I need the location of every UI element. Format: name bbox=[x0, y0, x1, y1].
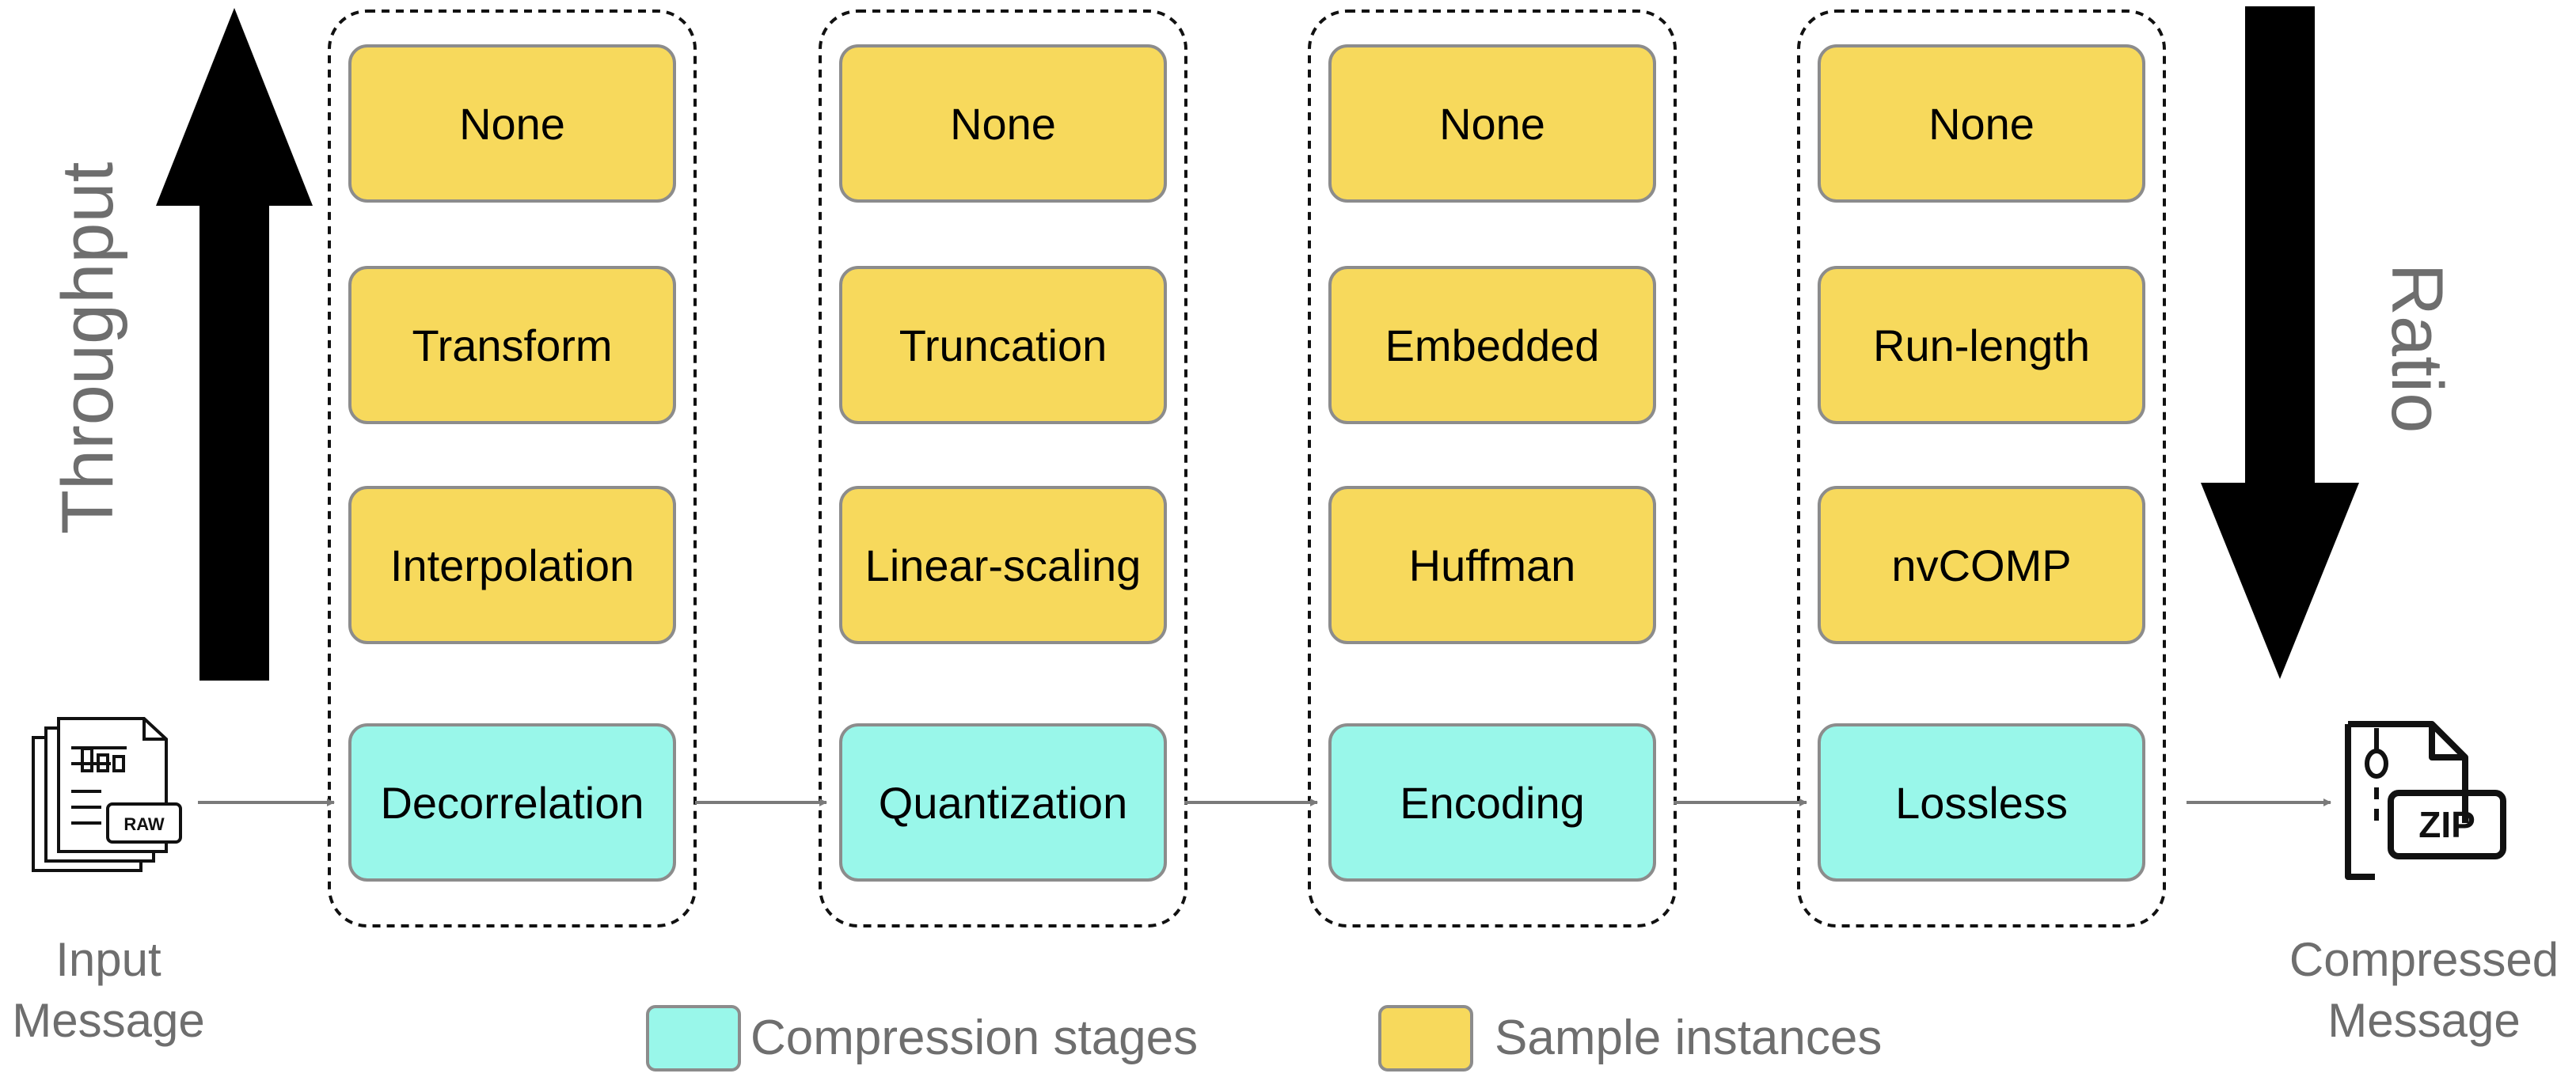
stage-box bbox=[348, 723, 676, 882]
legend-label-stages: Compression stages bbox=[750, 1011, 1198, 1065]
instance-box bbox=[1818, 44, 2145, 203]
stage-box bbox=[1818, 723, 2145, 882]
instance-label: Run-length bbox=[1873, 321, 2090, 370]
throughput-arrow bbox=[156, 8, 313, 681]
stage-box bbox=[839, 723, 1167, 882]
column-group-outline bbox=[819, 9, 1187, 927]
output-label-line1: Compressed bbox=[2289, 933, 2559, 986]
stage-columns: NoneTransformInterpolationDecorrelationN… bbox=[328, 9, 2166, 927]
column-group-outline bbox=[1308, 9, 1677, 927]
output-label-line2: Message bbox=[2327, 994, 2520, 1047]
instance-box bbox=[1328, 44, 1656, 203]
instance-label: Interpolation bbox=[390, 540, 634, 590]
instance-box bbox=[348, 44, 676, 203]
zip-badge-text: ZIP bbox=[2418, 804, 2475, 845]
instance-label: Truncation bbox=[899, 321, 1108, 370]
zip-file-icon bbox=[2345, 721, 2506, 880]
instance-label: Embedded bbox=[1385, 321, 1600, 370]
stage-label: Lossless bbox=[1895, 778, 2068, 828]
legend-swatch-stages bbox=[646, 1005, 741, 1072]
column-group-outline bbox=[328, 9, 697, 927]
instance-label: None bbox=[1928, 99, 2035, 149]
instance-box bbox=[839, 486, 1167, 644]
input-label-line1: Input bbox=[55, 933, 161, 986]
instance-label: Linear-scaling bbox=[865, 540, 1142, 590]
ratio-arrow bbox=[2201, 6, 2359, 679]
instance-box bbox=[1328, 486, 1656, 644]
stage-box bbox=[1328, 723, 1656, 882]
instance-box bbox=[839, 266, 1167, 424]
stage-label: Quantization bbox=[879, 778, 1127, 828]
legend: Compression stages Sample instances bbox=[646, 1005, 1882, 1072]
instance-label: nvCOMP bbox=[1891, 540, 2071, 590]
stage-label: Encoding bbox=[1400, 778, 1585, 828]
raw-document-icon bbox=[32, 717, 182, 872]
input-label-line2: Message bbox=[12, 994, 204, 1047]
legend-label-instances: Sample instances bbox=[1495, 1011, 1882, 1065]
instance-label: Huffman bbox=[1409, 540, 1576, 590]
column-group-outline bbox=[1797, 9, 2166, 927]
instance-box bbox=[1818, 266, 2145, 424]
throughput-label: Throughput bbox=[47, 162, 128, 535]
instance-label: None bbox=[459, 99, 565, 149]
instance-label: None bbox=[1439, 99, 1545, 149]
instance-box bbox=[348, 266, 676, 424]
instance-box bbox=[348, 486, 676, 644]
legend-swatch-instances bbox=[1378, 1005, 1473, 1072]
instance-label: Transform bbox=[412, 321, 612, 370]
raw-badge-text: RAW bbox=[123, 814, 165, 834]
ratio-label: Ratio bbox=[2377, 264, 2457, 434]
instance-box bbox=[1818, 486, 2145, 644]
stage-label: Decorrelation bbox=[380, 778, 644, 828]
instance-box bbox=[1328, 266, 1656, 424]
instance-label: None bbox=[950, 99, 1056, 149]
instance-box bbox=[839, 44, 1167, 203]
